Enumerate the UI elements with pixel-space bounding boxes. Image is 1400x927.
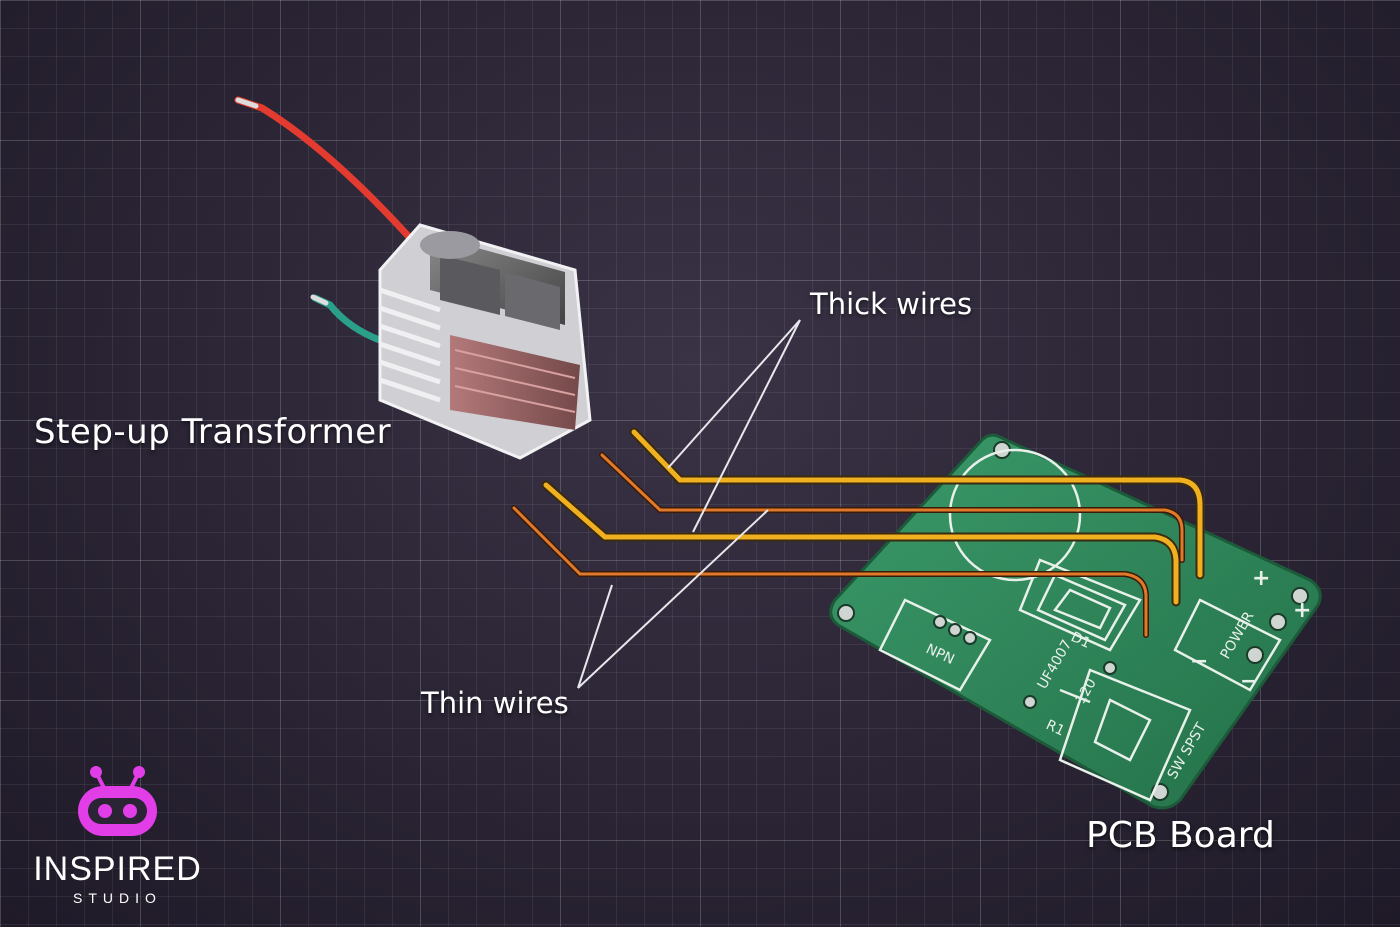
thin-wires [512,453,1184,637]
mount-hole [1291,587,1309,605]
transformer-leads [234,96,414,346]
green-lead [311,294,389,346]
thin-wires-pointer-2 [577,509,769,689]
pcb-pads [933,613,1287,709]
robot-logo-icon [78,766,157,836]
pcb-silkscreen-lines [878,448,1282,802]
pcb-minus-sign: − [1190,649,1208,674]
wires [511,427,1205,638]
thick-wires [543,429,1203,605]
thin-wires-label: Thin wires [421,686,569,720]
brand-logo: INSPIRED STUDIO [30,762,205,912]
pcb-plus-sign-2: + [1293,598,1311,623]
thick-wires-pointer-2 [692,319,801,533]
transformer-fins [379,287,441,403]
pointer-lines [577,319,801,689]
logo-subtitle: STUDIO [73,890,162,906]
thick-wires-pointer-1 [667,319,801,469]
transformer-label: Step-up Transformer [34,412,392,452]
pcb-label-r1: R1 [1043,717,1067,739]
transformer-core [420,231,565,330]
pcb-label-d1: D1 [1068,629,1093,652]
pcb-board-label: PCB Board [1086,815,1275,856]
thin-wire-1 [600,453,1184,562]
thick-wire-2 [543,482,1179,605]
thick-wires-label: Thick wires [810,287,973,321]
transformer [378,223,592,460]
thick-wire-1 [631,429,1203,578]
mount-hole [837,604,855,622]
green-lead-tip [310,294,329,306]
logo-name: INSPIRED [33,850,202,888]
transformer-coil [450,335,580,430]
red-lead-tip [235,97,259,109]
pcb-board: NPN D1 UF4007 R1 120 SW SPST POWER + + −… [829,433,1322,810]
thin-wires-pointer-1 [577,584,613,689]
thin-wire-2 [512,506,1148,637]
red-lead [234,96,414,242]
pcb-plus-sign: + [1252,566,1270,591]
pcb-minus-sign-2: − [1240,669,1258,694]
